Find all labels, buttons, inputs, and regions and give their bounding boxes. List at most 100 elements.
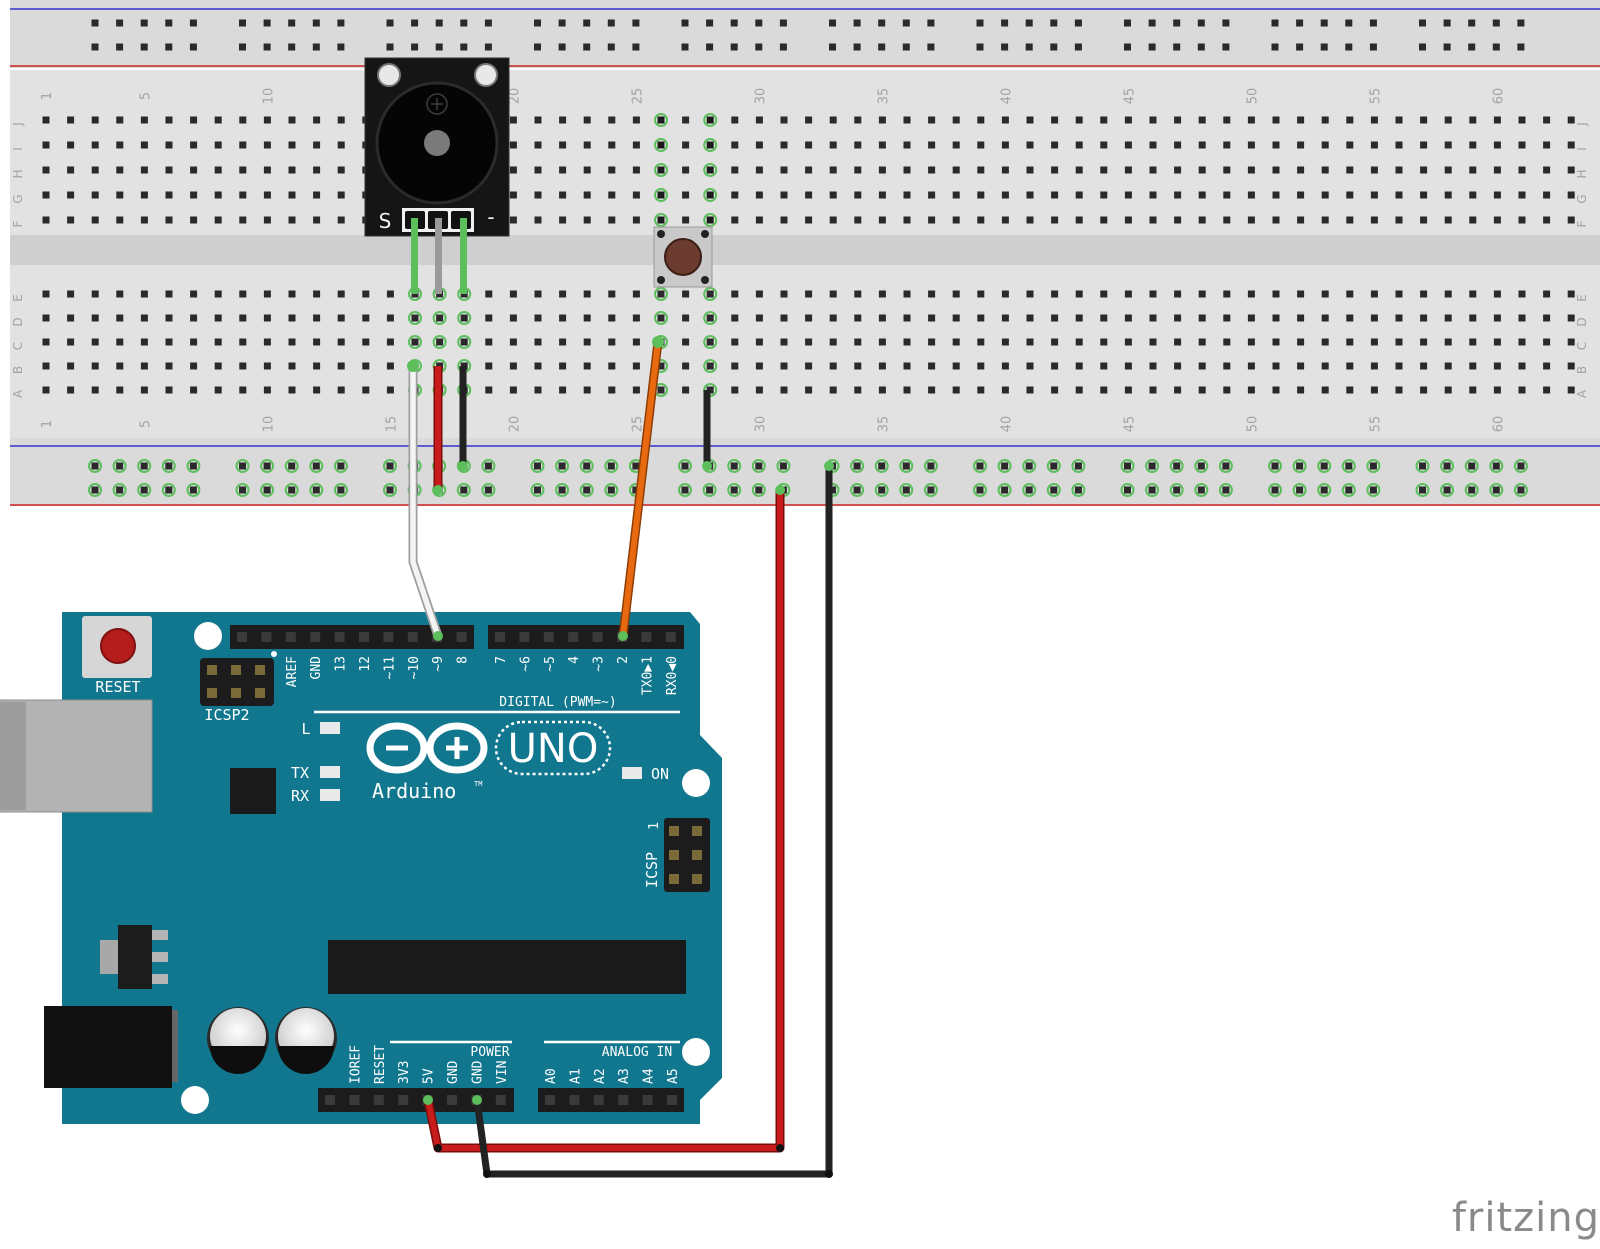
rail-hole <box>607 486 615 494</box>
breadboard-hole <box>1444 216 1452 224</box>
breadboard-hole <box>165 216 173 224</box>
column-number: 1 <box>40 420 55 428</box>
header-socket[interactable] <box>618 1095 629 1105</box>
header-socket[interactable] <box>519 632 530 642</box>
rail-hole <box>730 462 738 470</box>
header-socket[interactable] <box>310 632 321 642</box>
breadboard-hole <box>165 338 173 346</box>
rail-hole <box>902 462 910 470</box>
atmega-chip <box>328 940 686 994</box>
breadboard-hole <box>214 314 222 322</box>
header-socket[interactable] <box>373 1095 384 1105</box>
header-socket[interactable] <box>334 632 345 642</box>
breadboard-hole <box>1198 116 1206 124</box>
wire-5v-rail[interactable] <box>425 490 783 1151</box>
breadboard-hole <box>854 338 862 346</box>
breadboard-hole <box>1174 338 1182 346</box>
header-socket[interactable] <box>592 632 603 642</box>
header-socket[interactable] <box>641 632 652 642</box>
mounting-hole <box>682 1038 710 1066</box>
breadboard-hole <box>1346 314 1354 322</box>
breadboard-hole <box>854 116 862 124</box>
breadboard-hole <box>140 338 148 346</box>
rail-hole <box>91 462 99 470</box>
power-header <box>318 1088 514 1112</box>
column-number: 10 <box>261 416 276 433</box>
header-socket[interactable] <box>665 632 676 642</box>
header-socket[interactable] <box>456 632 467 642</box>
header-socket[interactable] <box>569 1095 580 1105</box>
column-number: 60 <box>1491 88 1506 105</box>
rail-hole <box>263 486 271 494</box>
header-socket[interactable] <box>261 632 272 642</box>
header-socket[interactable] <box>359 632 369 642</box>
breadboard-hole <box>1346 338 1354 346</box>
breadboard-hole <box>1001 116 1009 124</box>
rail-hole <box>976 462 984 470</box>
column-number: 30 <box>753 88 768 105</box>
breadboard-hole <box>1444 338 1452 346</box>
header-socket[interactable] <box>545 1095 555 1105</box>
row-letter: D <box>11 317 25 326</box>
rail-hole <box>1173 19 1181 27</box>
breadboard-hole <box>1051 338 1059 346</box>
breadboard-hole <box>755 191 763 199</box>
breadboard-hole <box>214 116 222 124</box>
rail-hole <box>337 43 345 51</box>
header-socket[interactable] <box>237 632 247 642</box>
header-socket[interactable] <box>447 1095 457 1105</box>
breadboard-hole <box>1149 290 1157 298</box>
breadboard-hole <box>1420 386 1428 394</box>
breadboard-hole <box>1149 314 1157 322</box>
rail-hole <box>1517 43 1525 51</box>
breadboard-hole <box>460 338 468 346</box>
rail-hole <box>607 462 615 470</box>
header-socket[interactable] <box>568 632 579 642</box>
header-socket[interactable] <box>543 632 554 642</box>
breadboard-hole <box>854 386 862 394</box>
buzzer-module: S - <box>364 57 510 294</box>
breadboard-hole <box>559 116 567 124</box>
breadboard-hole <box>42 166 50 174</box>
breadboard-hole <box>1174 314 1182 322</box>
breadboard-hole <box>140 216 148 224</box>
wire-button-pin2[interactable] <box>620 341 661 637</box>
column-number: 25 <box>630 416 645 433</box>
header-socket[interactable] <box>383 632 394 642</box>
header-socket[interactable] <box>593 1095 604 1105</box>
breadboard-hole <box>313 191 321 199</box>
header-socket[interactable] <box>667 1095 677 1105</box>
breadboard-hole <box>239 362 247 370</box>
button-cap[interactable] <box>664 238 702 276</box>
row-letter: G <box>1575 194 1589 203</box>
breadboard-hole <box>1026 338 1034 346</box>
header-socket[interactable] <box>495 1095 506 1105</box>
header-socket[interactable] <box>325 1095 335 1105</box>
breadboard-hole <box>805 216 813 224</box>
rail-hole <box>632 462 640 470</box>
rail-hole <box>1419 19 1426 27</box>
rail-hole <box>1197 43 1205 51</box>
breadboard-hole <box>116 386 124 394</box>
breadboard-hole <box>140 116 148 124</box>
header-socket[interactable] <box>495 632 505 642</box>
breadboard-hole <box>534 338 542 346</box>
header-socket[interactable] <box>285 632 296 642</box>
breadboard-hole <box>534 314 542 322</box>
wire-gnd-rail[interactable] <box>473 466 833 1178</box>
header-socket[interactable] <box>407 632 418 642</box>
header-socket[interactable] <box>349 1095 360 1105</box>
breadboard-hole <box>682 314 690 322</box>
wire-signal-pin9[interactable] <box>410 366 441 637</box>
reset-button-cap[interactable] <box>100 628 136 664</box>
breadboard-hole <box>731 141 739 149</box>
column-number: 45 <box>1122 88 1137 105</box>
header-socket[interactable] <box>642 1095 653 1105</box>
breadboard-hole <box>1444 116 1452 124</box>
rail-hole <box>558 486 566 494</box>
digital-header-low <box>488 625 684 649</box>
breadboard-hole <box>878 166 886 174</box>
rail-hole <box>730 19 738 27</box>
push-button[interactable] <box>653 226 713 288</box>
header-socket[interactable] <box>398 1095 409 1105</box>
